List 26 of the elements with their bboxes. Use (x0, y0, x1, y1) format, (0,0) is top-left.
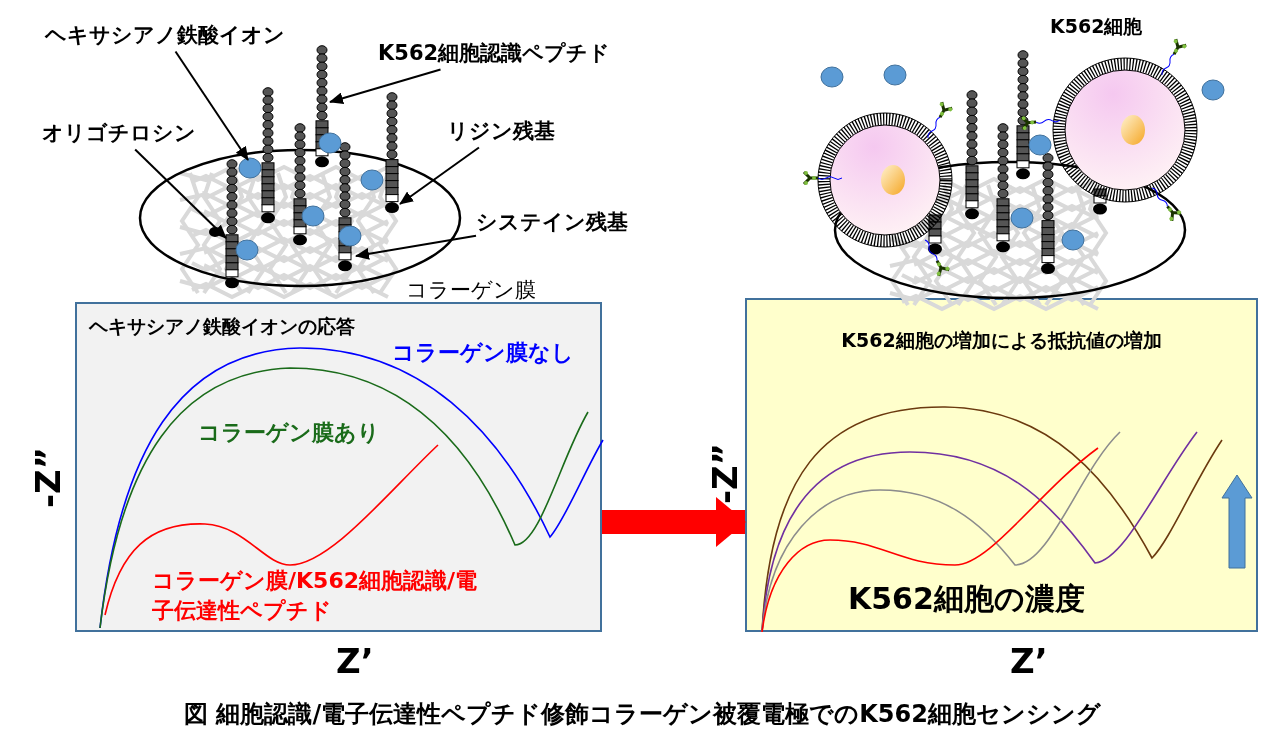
callout-label: ヘキサシアノ鉄酸イオン (45, 20, 285, 52)
curve-label: コラーゲン膜/K562細胞認識/電子伝達性ペプチド (152, 567, 479, 625)
cell-label: K562細胞 (1050, 14, 1143, 39)
callout-label: オリゴチロシン (42, 118, 196, 150)
curve-label: コラーゲン膜あり (198, 419, 380, 447)
arrow (602, 497, 746, 547)
curve-label: コラーゲン膜なし (392, 339, 574, 367)
callout-label: システイン残基 (476, 207, 628, 239)
callout-label: リジン残基 (447, 116, 555, 148)
panel-title: ヘキサシアノ鉄酸イオンの応答 (89, 314, 355, 339)
axis-label: Z’ (336, 640, 374, 683)
callout-label: K562細胞認識ペプチド (378, 38, 611, 70)
axis-label: -Z” (27, 446, 70, 509)
plot-panel (745, 298, 1258, 632)
plot-panel (75, 302, 602, 632)
leader-line (355, 234, 477, 260)
leader-line (329, 68, 442, 105)
panel-title: K562細胞の増加による抵抗値の増加 (840, 328, 1163, 353)
leader-line (174, 50, 249, 161)
leader-line (134, 148, 227, 239)
caption: 図 細胞認識/電子伝達性ペプチド修飾コラーゲン被覆電極でのK562細胞センシング (183, 699, 1102, 730)
leader-line (399, 146, 480, 205)
axis-label: Z’ (1010, 640, 1048, 683)
axis-label: -Z” (704, 442, 747, 505)
concentration-label: K562細胞の濃度 (848, 580, 1085, 618)
membrane-label: コラーゲン膜 (406, 277, 536, 304)
